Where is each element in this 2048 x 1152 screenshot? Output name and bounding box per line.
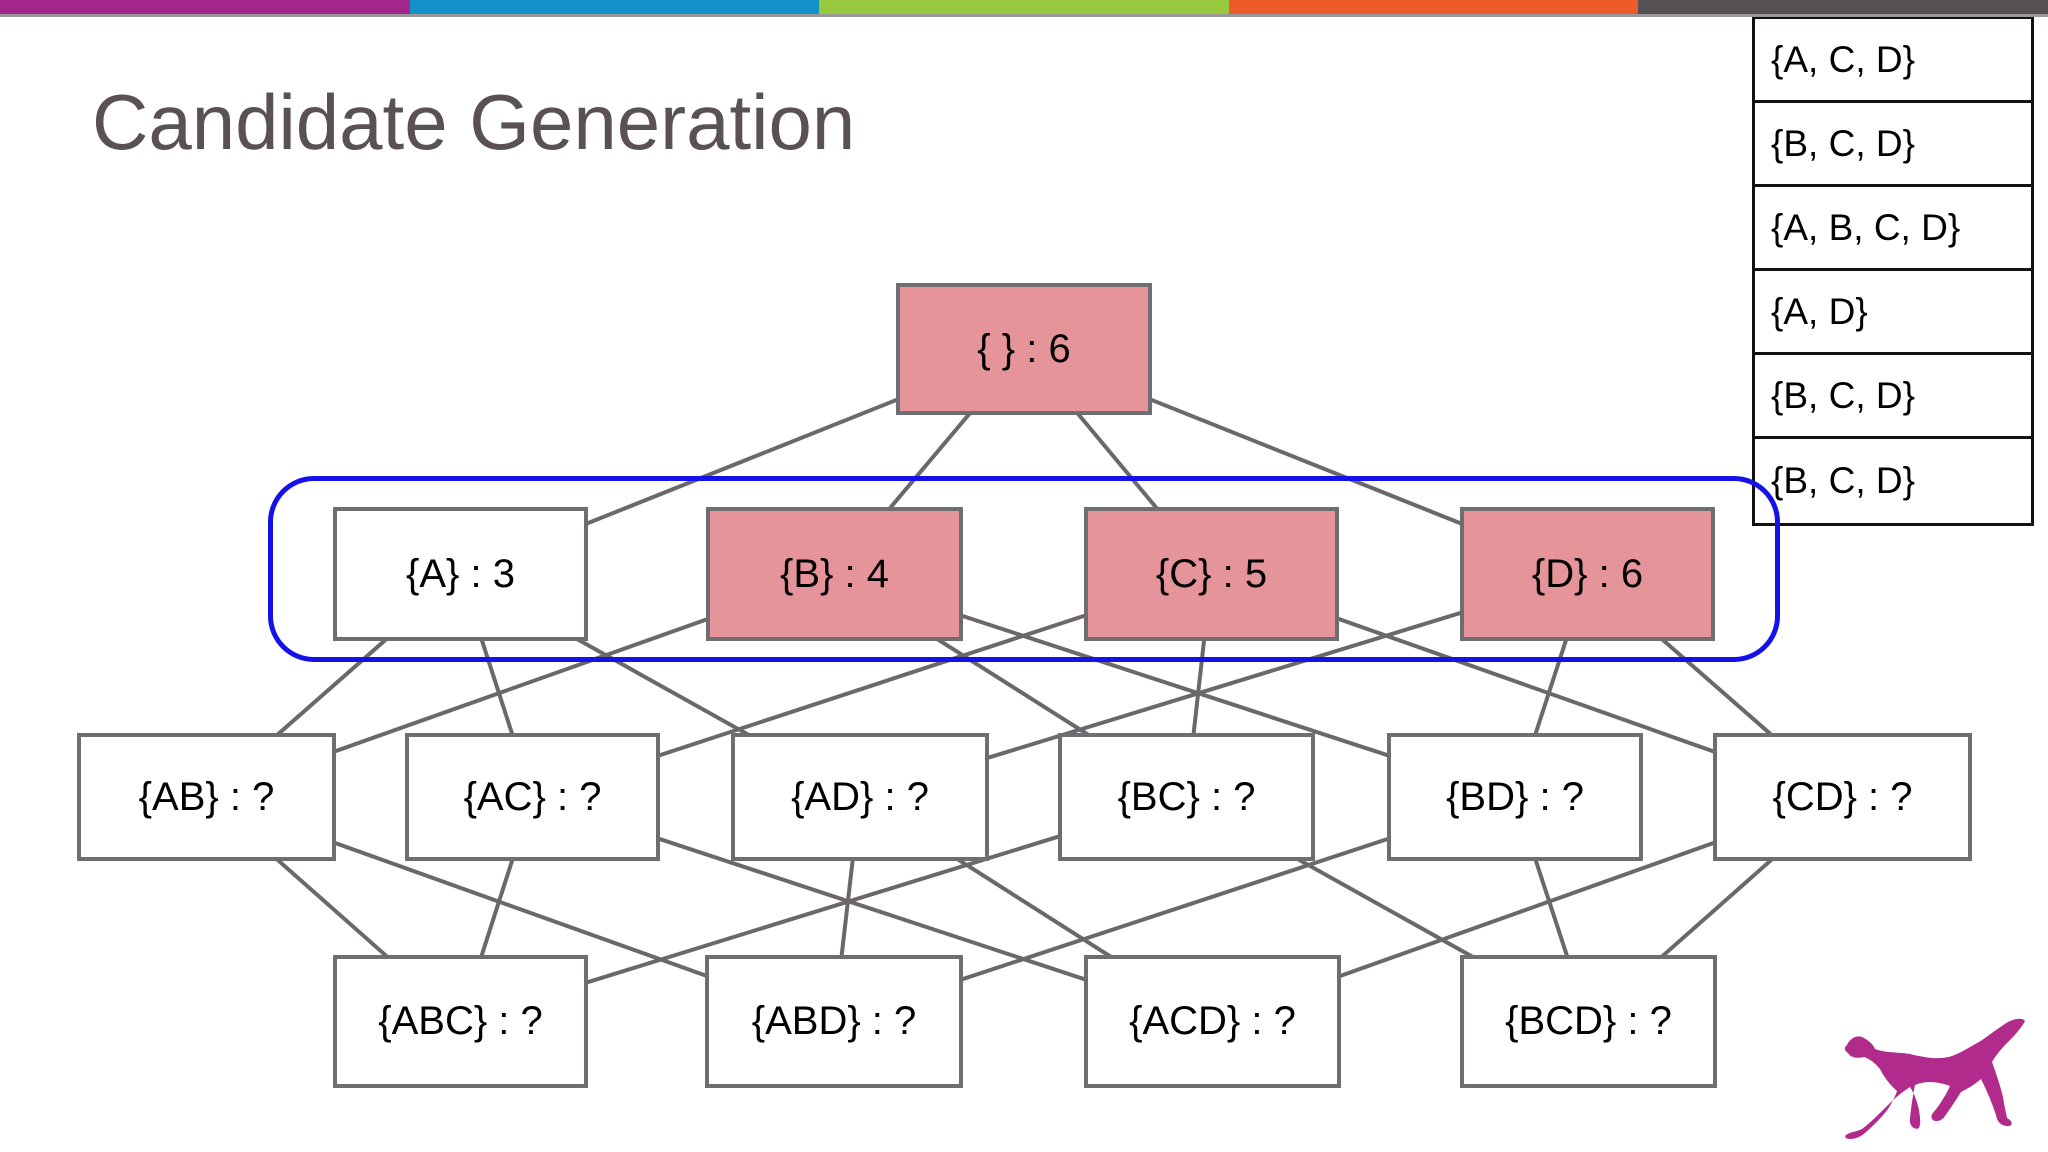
transaction-row-2: {B, C, D}: [1755, 103, 2031, 187]
lattice-node-ACD: {ACD} : ?: [1084, 955, 1341, 1088]
lattice-node-AC: {AC} : ?: [405, 733, 660, 861]
transaction-row-1: {A, C, D}: [1755, 19, 2031, 103]
top-bar-segment-4: [1228, 0, 1639, 14]
lattice-node-B: {B} : 4: [706, 507, 963, 641]
top-bar-segment-3: [819, 0, 1229, 14]
transaction-row-4: {A, D}: [1755, 271, 2031, 355]
pink-dog-logo-icon: [1844, 1018, 2025, 1139]
top-color-bar: [0, 0, 2048, 14]
lattice-node-D: {D} : 6: [1460, 507, 1715, 641]
top-bar-segment-1: [0, 0, 410, 14]
lattice-node-CD: {CD} : ?: [1713, 733, 1972, 861]
lattice-node-C: {C} : 5: [1084, 507, 1339, 641]
page-title: Candidate Generation: [92, 78, 856, 166]
top-bar-segment-2: [409, 0, 820, 14]
transaction-row-3: {A, B, C, D}: [1755, 187, 2031, 271]
lattice-node-ABD: {ABD} : ?: [705, 955, 963, 1088]
top-bar-segment-5: [1638, 0, 2048, 14]
level1-highlight-rectangle: [268, 476, 1780, 662]
itemset-transaction-list: {A, C, D}{B, C, D}{A, B, C, D}{A, D}{B, …: [1752, 16, 2034, 526]
lattice-node-AB: {AB} : ?: [77, 733, 336, 861]
lattice-node-AD: {AD} : ?: [731, 733, 989, 861]
lattice-node-BD: {BD} : ?: [1387, 733, 1643, 861]
lattice-node-ABC: {ABC} : ?: [333, 955, 588, 1088]
lattice-node-root: { } : 6: [896, 283, 1152, 415]
lattice-node-BCD: {BCD} : ?: [1460, 955, 1717, 1088]
lattice-node-BC: {BC} : ?: [1058, 733, 1315, 861]
transaction-row-6: {B, C, D}: [1771, 460, 1915, 501]
dog-silhouette: [1844, 1018, 2025, 1139]
top-bar-underline: [0, 14, 2048, 17]
transaction-row-5: {B, C, D}: [1755, 355, 2031, 439]
lattice-node-A: {A} : 3: [333, 507, 588, 641]
